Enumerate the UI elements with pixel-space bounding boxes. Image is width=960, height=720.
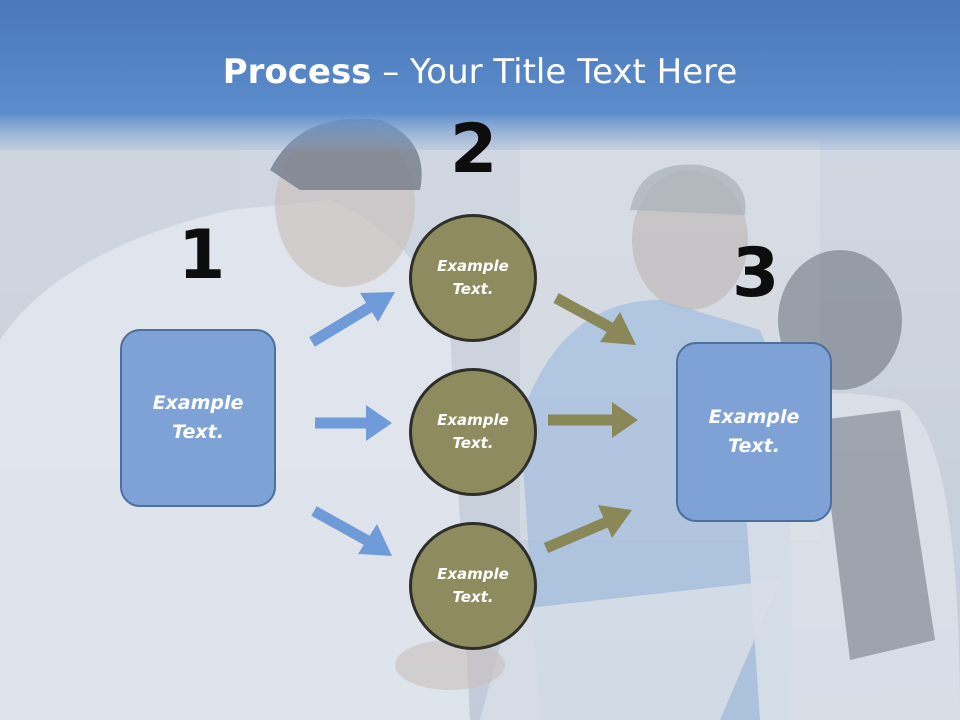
title-rest: – Your Title Text Here (371, 52, 738, 92)
arrow-1-to-middle (315, 405, 392, 441)
step-2-circle-bottom[interactable]: Example Text. (409, 522, 537, 650)
step-number-3: 3 (732, 234, 780, 313)
step-number-2: 2 (450, 110, 498, 189)
arrow-bottom-to-3 (543, 505, 632, 554)
arrow-1-to-top (309, 292, 395, 347)
title-bold: Process (222, 52, 372, 92)
arrow-1-to-bottom (311, 506, 392, 556)
step-2-text-bottom: Example Text. (437, 565, 509, 606)
step-2-circle-middle[interactable]: Example Text. (409, 368, 537, 496)
step-number-1: 1 (178, 216, 226, 295)
slide-title: Process – Your Title Text Here (0, 52, 960, 92)
step-2-text-middle: Example Text. (437, 411, 509, 452)
arrow-middle-to-3 (548, 402, 638, 438)
arrow-top-to-3 (553, 293, 636, 345)
step-2-circle-top[interactable]: Example Text. (409, 214, 537, 342)
step-2-text-top: Example Text. (437, 257, 509, 298)
step-1-box[interactable]: Example Text. (120, 329, 276, 507)
step-1-text: Example Text. (152, 392, 244, 443)
step-3-text: Example Text. (708, 406, 800, 457)
step-3-box[interactable]: Example Text. (676, 342, 832, 522)
